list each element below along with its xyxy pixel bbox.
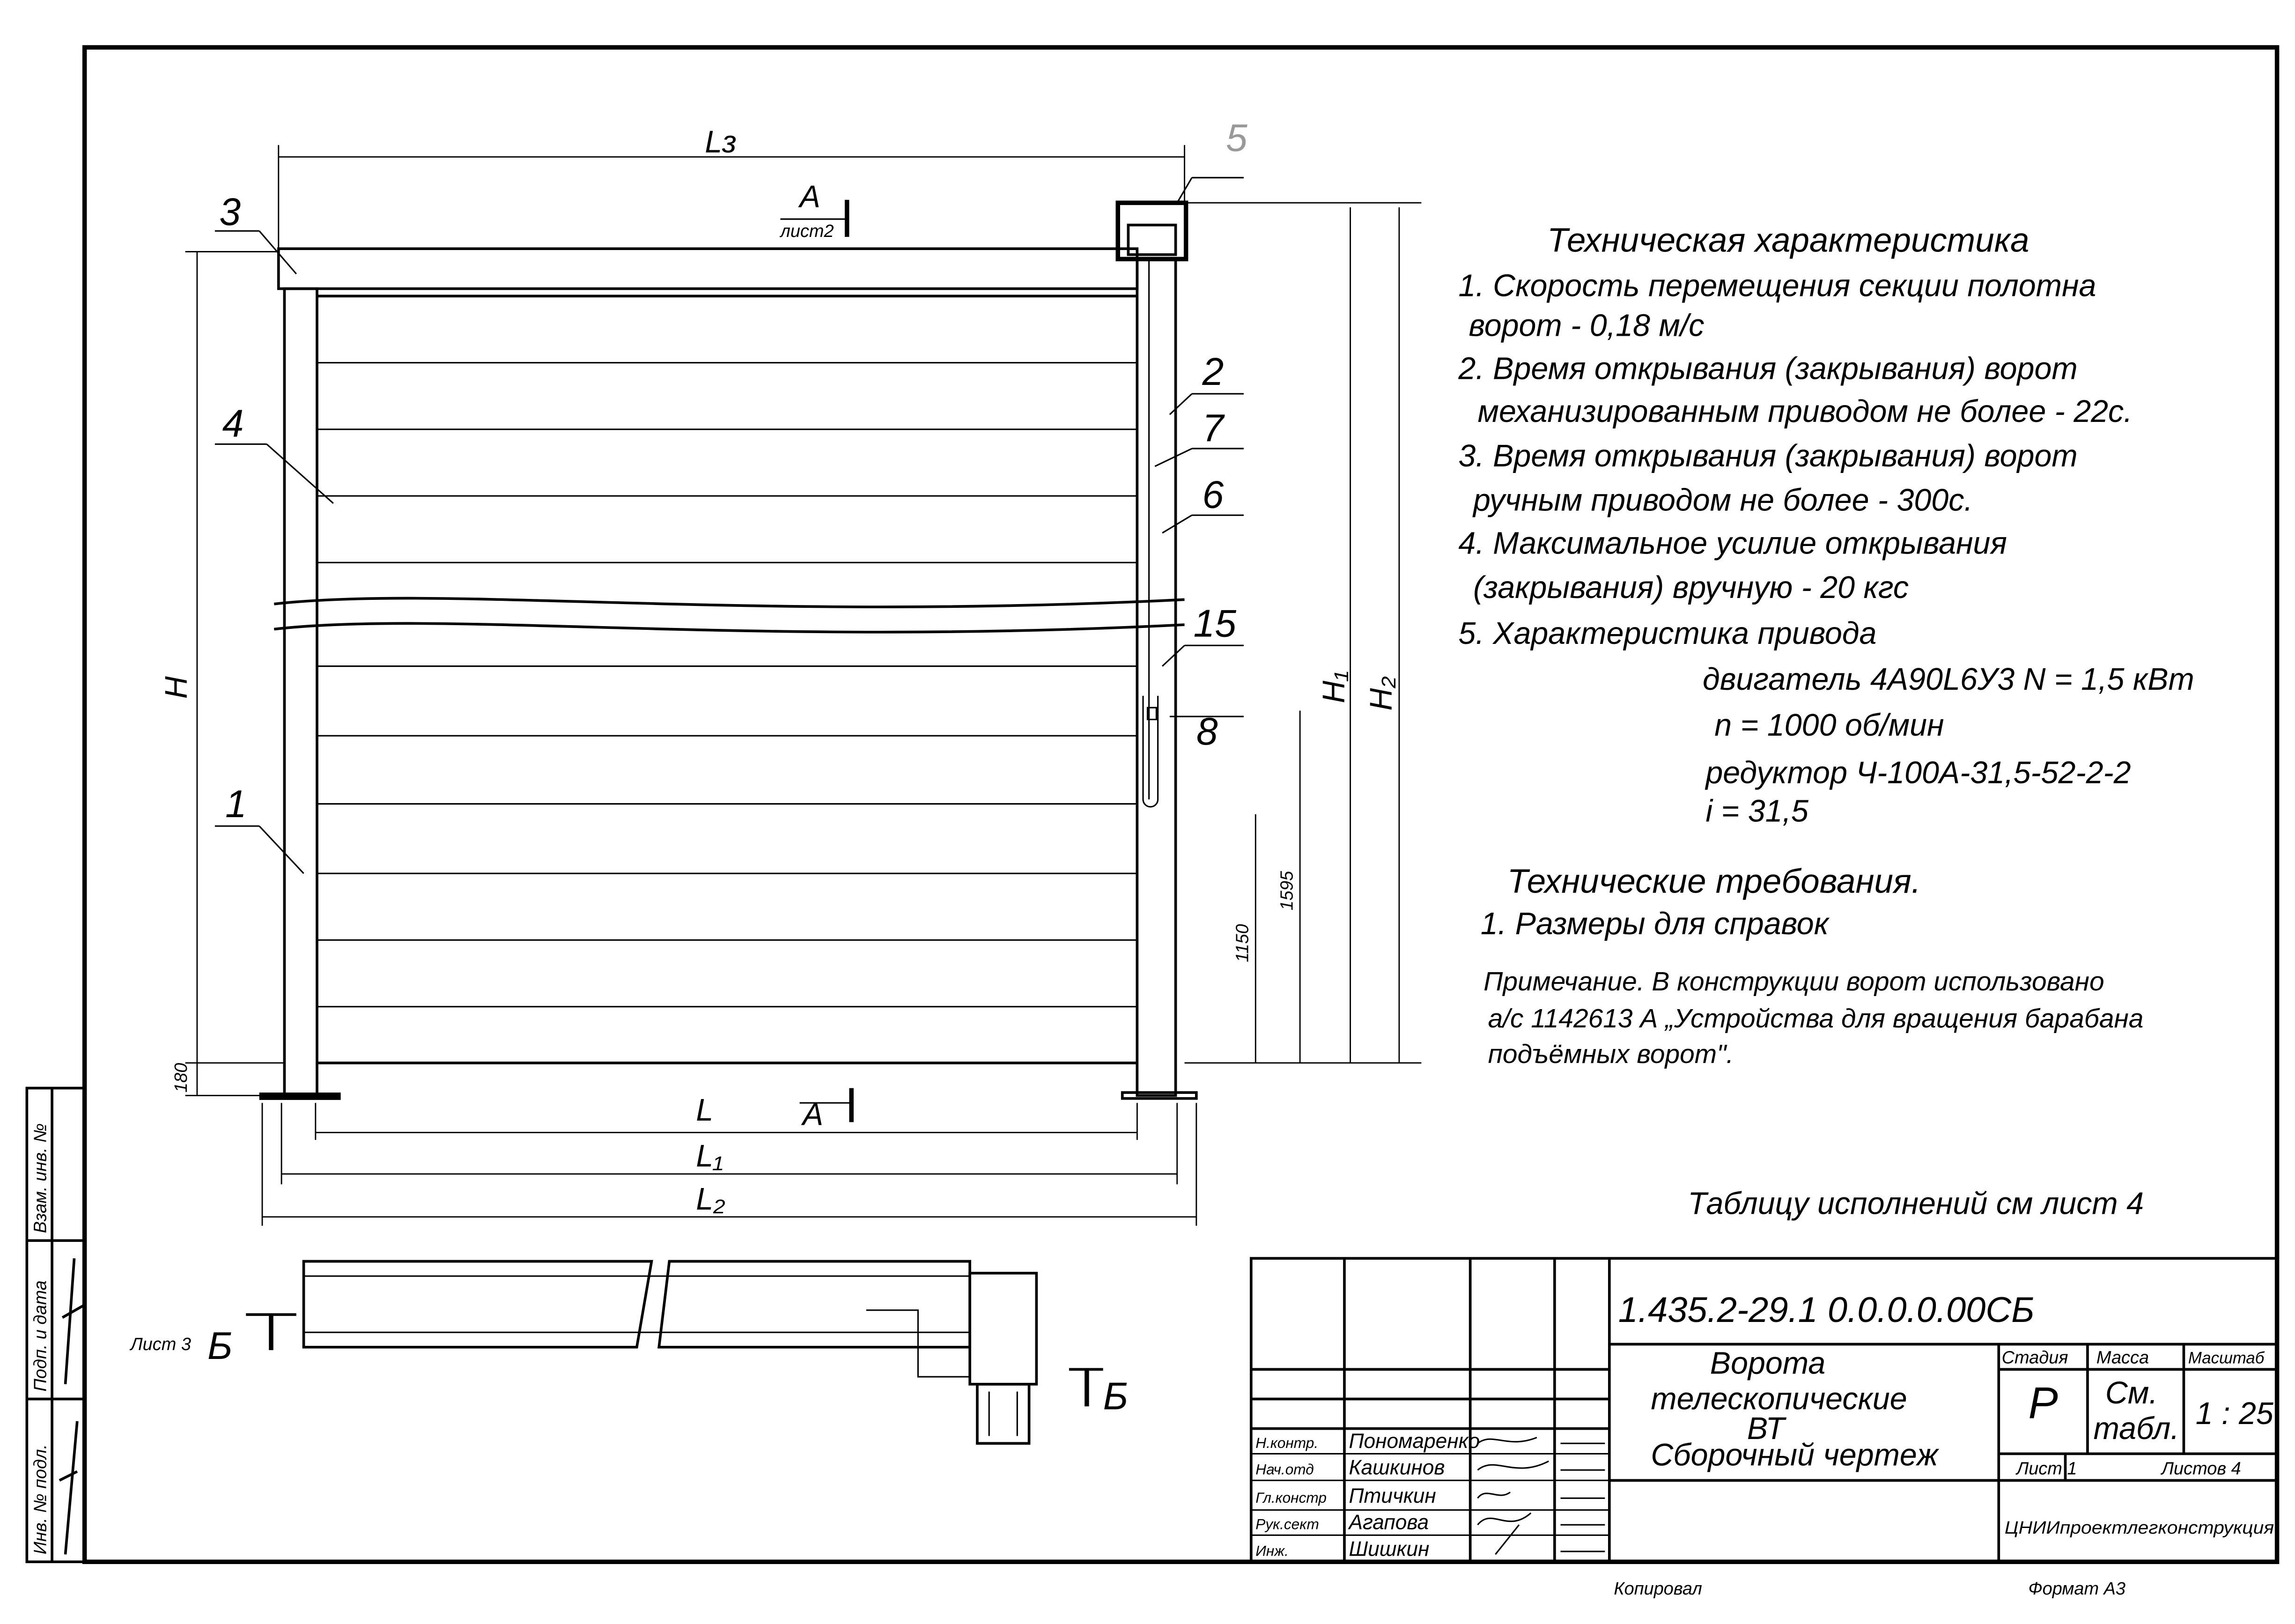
person-name: Пономаренко xyxy=(1349,1430,1480,1453)
role: Нач.отд xyxy=(1255,1461,1314,1478)
section-a-sheet-ref: лист2 xyxy=(779,221,834,241)
table-reference: Таблицу исполнений см лист 4 xyxy=(1688,1186,2144,1221)
section-b-letter-right: Б xyxy=(1103,1375,1129,1418)
mass-value: табл. xyxy=(2094,1411,2179,1446)
person-name: Кашкинов xyxy=(1349,1456,1445,1479)
side-stamp: Инв. № подл. Подп. и дата Взам. инв. № xyxy=(25,1086,86,1564)
mass-label: Масса xyxy=(2096,1348,2149,1368)
drive-box xyxy=(1115,200,1188,261)
stage-value: Р xyxy=(2029,1379,2058,1428)
stamp-label-sign-date: Подп. и дата xyxy=(30,1280,50,1391)
drive-line: i = 31,5 xyxy=(1705,794,1809,829)
callout-2: 2 xyxy=(1202,351,1224,393)
tech-char-line: ворот - 0,18 м/с xyxy=(1469,309,1705,343)
tech-requirements: Технические требования. 1. Размеры для с… xyxy=(1481,862,1921,941)
dim-l1: L₁ xyxy=(696,1139,723,1174)
drawing-name-line: ВТ xyxy=(1747,1411,1787,1446)
drawing-name-line: Сборочный чертеж xyxy=(1651,1438,1940,1473)
section-a-letter-top: А xyxy=(798,180,820,214)
handwritten-signatures xyxy=(1477,1437,1605,1555)
role: Н.контр. xyxy=(1255,1434,1318,1451)
scale-label: Масштаб xyxy=(2188,1350,2265,1367)
person-name: Агапова xyxy=(1347,1511,1429,1534)
gate-slats xyxy=(317,362,1137,1008)
stamp-label-replace: Взам. инв. № xyxy=(30,1123,50,1233)
dim-1595: 1595 xyxy=(1277,871,1297,910)
callout-8: 8 xyxy=(1196,710,1218,753)
tech-characteristics: Техническая характеристика 1. Скорость п… xyxy=(1458,221,2194,828)
note-line: Примечание. В конструкции ворот использо… xyxy=(1483,967,2104,997)
mass-value: См. xyxy=(2105,1376,2158,1410)
scale-value: 1 : 25 xyxy=(2196,1396,2274,1431)
callout-5: 5 xyxy=(1226,117,1247,159)
dim-l2: L₂ xyxy=(696,1182,725,1217)
callout-7: 7 xyxy=(1202,407,1225,450)
drawing-code: 1.435.2-29.1 0.0.0.0.00СБ xyxy=(1618,1290,2035,1330)
dim-h: H xyxy=(159,676,194,699)
dim-ls: Lз xyxy=(705,125,737,160)
dim-h1: H₁ xyxy=(1317,671,1351,703)
callout-15: 15 xyxy=(1194,602,1237,645)
organization: ЦНИИпроектлегконструкция xyxy=(2005,1518,2274,1538)
tech-char-line: 5. Характеристика привода xyxy=(1458,616,1876,651)
role: Гл.констр xyxy=(1255,1489,1327,1506)
drive-line: редуктор Ч-100А-31,5-52-2-2 xyxy=(1705,755,2131,790)
sheet-number: Лист 1 xyxy=(2015,1459,2077,1479)
break-line xyxy=(273,597,1185,634)
tech-char-line: 3. Время открывания (закрывания) ворот xyxy=(1458,439,2077,473)
title-block: 1.435.2-29.1 0.0.0.0.00СБ Ворота телеско… xyxy=(1249,1257,2279,1564)
dim-180: 180 xyxy=(171,1063,191,1093)
tech-char-line: (закрывания) вручную - 20 кгс xyxy=(1473,570,1909,605)
tech-char-line: ручным приводом не более - 300с. xyxy=(1472,483,1973,518)
section-b-sheet-ref: Лист 3 xyxy=(129,1335,191,1354)
note: Примечание. В конструкции ворот использо… xyxy=(1483,967,2143,1069)
tech-char-title: Техническая характеристика xyxy=(1547,221,2029,259)
role: Инж. xyxy=(1255,1543,1289,1559)
tech-char-line: 4. Максимальное усилие открывания xyxy=(1458,526,2007,561)
person-name: Птичкин xyxy=(1349,1484,1436,1507)
dimensions: Lз H 180 H₁ H₂ 1150 1595 L L₁ L₂ xyxy=(159,125,1422,1226)
sheets-total: Листов 4 xyxy=(2160,1459,2241,1479)
callout-1: 1 xyxy=(225,783,247,826)
tech-req-line: 1. Размеры для справок xyxy=(1481,907,1830,941)
plan-view: Лист 3 Б Б xyxy=(129,1260,1129,1445)
callout-3: 3 xyxy=(219,191,241,234)
dim-l: L xyxy=(696,1093,713,1128)
dim-1150: 1150 xyxy=(1232,924,1252,962)
note-line: подъёмных ворот". xyxy=(1488,1039,1734,1069)
tech-req-title: Технические требования. xyxy=(1507,862,1921,900)
drive-line: n = 1000 об/мин xyxy=(1714,708,1944,743)
tech-char-line: 1. Скорость перемещения секции полотна xyxy=(1458,268,2096,303)
stamp-label-inv: Инв. № подл. xyxy=(30,1444,50,1554)
callout-6: 6 xyxy=(1202,473,1224,516)
section-a-markers: А лист2 А xyxy=(779,180,854,1132)
footer-copied: Копировал xyxy=(1614,1579,1702,1599)
tech-char-line: механизированным приводом не более - 22с… xyxy=(1477,394,2132,429)
footer-format: Формат А3 xyxy=(2029,1579,2125,1599)
section-b-letter-left: Б xyxy=(207,1325,233,1367)
tech-char-line: 2. Время открывания (закрывания) ворот xyxy=(1458,351,2077,386)
drawing-frame xyxy=(82,45,2280,1564)
role: Рук.сект xyxy=(1255,1516,1319,1533)
gate-front-view xyxy=(259,200,1198,1100)
callouts: 3 4 1 2 7 6 15 8 5 xyxy=(214,117,1247,874)
person-name: Шишкин xyxy=(1349,1538,1429,1561)
stage-label: Стадия xyxy=(2002,1348,2068,1368)
dim-h2: H₂ xyxy=(1364,676,1399,710)
drawing-name-line: телескопические xyxy=(1651,1382,1907,1417)
drawing-name-line: Ворота xyxy=(1710,1346,1825,1381)
callout-4: 4 xyxy=(222,403,244,445)
handwritten-signature xyxy=(59,1258,84,1555)
drive-line: двигатель 4А90L6У3 N = 1,5 кВт xyxy=(1703,662,2194,697)
note-line: а/с 1142613 А „Устройства для вращения б… xyxy=(1488,1004,2144,1033)
